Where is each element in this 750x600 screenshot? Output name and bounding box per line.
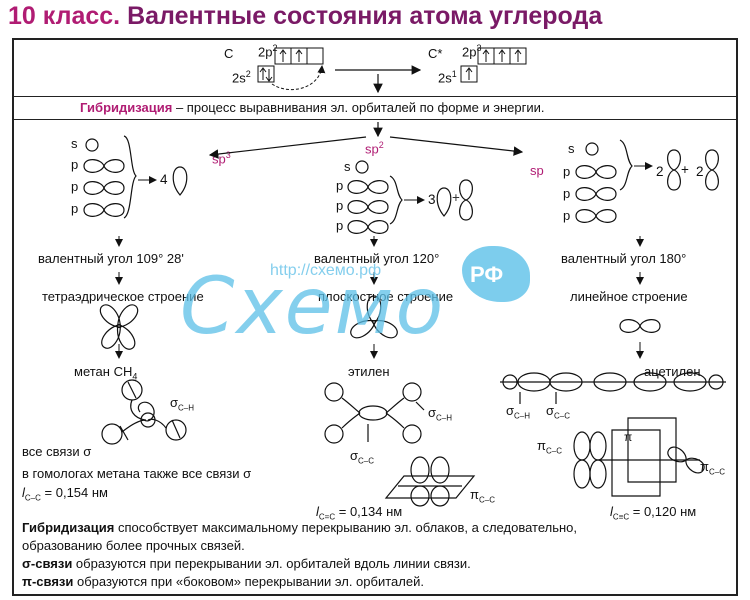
- sp2-example: этилен: [348, 364, 390, 379]
- watermark-logo: Схемо: [180, 262, 446, 352]
- excited-2s-label: 2s1: [438, 69, 457, 86]
- hybridization-definition: Гибридизация – процесс выравнивания эл. …: [80, 100, 545, 115]
- footer-line-3: σ-связи образуются при перекрывании эл. …: [22, 556, 471, 571]
- footer-line-1: Гибридизация способствует максимальному …: [22, 520, 578, 535]
- ground-2s-label: 2s2: [232, 69, 251, 86]
- sp2-orbital-p3: p: [336, 218, 344, 233]
- ethylene-model: [324, 382, 425, 444]
- sp-plus: +: [681, 162, 689, 177]
- sp2-orbital-p2: p: [336, 198, 344, 213]
- sp3-angle: валентный угол 109° 28': [38, 251, 184, 266]
- sp2-count: 3: [428, 192, 436, 207]
- promotion-arrow: [271, 65, 326, 91]
- excited-atom-label: C*: [428, 46, 443, 61]
- sp3-structure: тетраэдрическое строение: [42, 289, 204, 304]
- sp3-note-homologs: в гомологах метана также все связи σ: [22, 466, 252, 481]
- arrow-to-sp: [389, 136, 524, 156]
- arrow-to-sp3: [208, 136, 367, 159]
- sp-sigma-cc: σC–C: [546, 403, 571, 421]
- sp2-sigma-cc: σC–C: [350, 448, 375, 466]
- sp2-pi-cc: πC–C: [470, 487, 495, 505]
- sp3-orbitals: [83, 135, 188, 219]
- sp-example: ацетилен: [644, 364, 701, 379]
- sp2-angle: валентный угол 120°: [314, 251, 440, 266]
- divider-top: [12, 96, 738, 97]
- excited-2p-boxes: [477, 47, 527, 65]
- page-title: 10 класс. Валентные состояния атома угле…: [8, 2, 603, 30]
- diagram-frame: [12, 38, 738, 596]
- sp-structure: линейное строение: [570, 289, 688, 304]
- sp2-plus: +: [452, 190, 460, 205]
- acetylene-pi-bonds: [573, 417, 708, 497]
- divider-definition: [12, 119, 738, 120]
- sp-orbital-p2: p: [563, 186, 571, 201]
- sp3-note-all-sigma: все связи σ: [22, 444, 92, 459]
- sp2-orbitals: [347, 160, 473, 234]
- sp-orbital-p3: p: [563, 208, 571, 223]
- methane-model: [101, 379, 187, 445]
- column-arrows: [115, 236, 644, 359]
- acetylene-model: [500, 372, 726, 404]
- sp3-example: метан CH4: [74, 364, 138, 382]
- sp2-sigma-ch: σC–H: [428, 405, 453, 423]
- footer-line-4: π-связи образуются при «боковом» перекры…: [22, 574, 424, 589]
- sp3-count: 4: [160, 172, 168, 187]
- sp2-label: sp2: [365, 140, 384, 157]
- ground-2p-boxes: [274, 47, 324, 65]
- ethylene-pi-plane: [384, 456, 476, 507]
- sp-orbital-p1: p: [563, 164, 571, 179]
- sp-angle: валентный угол 180°: [561, 251, 687, 266]
- watermark-splash: [462, 246, 530, 302]
- sp-sigma-ch: σC–H: [506, 403, 531, 421]
- ground-2s-box: [257, 65, 275, 83]
- sp-count-a: 2: [656, 164, 664, 179]
- watermark-rf: РФ: [470, 262, 504, 287]
- sp-pi-a: πC–C: [537, 438, 562, 456]
- sp-label: sp: [530, 163, 544, 178]
- sp3-orbital-p3: p: [71, 201, 79, 216]
- footer-line-2: образованию более прочных связей.: [22, 538, 245, 553]
- ground-atom-label: C: [224, 46, 234, 61]
- sp-orbital-s: s: [568, 141, 575, 156]
- sp2-orbital-s: s: [344, 159, 351, 174]
- sp2-bond-length: lC=C = 0,134 нм: [316, 504, 403, 522]
- linear-shape: [619, 319, 661, 333]
- sp2-structure: плоскостное строение: [318, 289, 454, 304]
- sp3-orbital-p1: p: [71, 157, 79, 172]
- sp2-orbital-p1: p: [336, 178, 344, 193]
- sp-bond-length: lC≡C = 0,120 нм: [610, 504, 697, 522]
- sp3-orbital-s: s: [71, 136, 78, 151]
- watermark-url: http://схемо.рф: [270, 262, 382, 279]
- sp3-orbital-p2: p: [71, 179, 79, 194]
- excited-2s-box: [460, 65, 478, 83]
- sp3-bond-length: lC–C = 0,154 нм: [22, 485, 108, 503]
- sp3-sigma-ch: σC–H: [170, 395, 195, 413]
- sp-count-b: 2: [696, 164, 704, 179]
- sp-orbitals: [575, 139, 719, 223]
